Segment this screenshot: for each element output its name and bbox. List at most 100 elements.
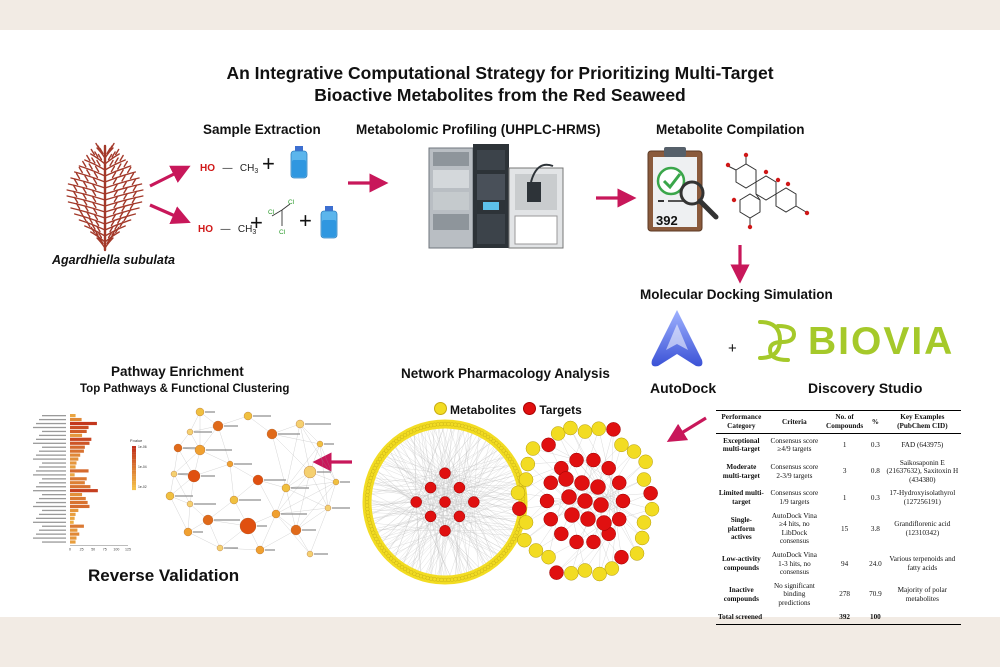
- metabolite-node: [375, 459, 381, 465]
- pathway-node: [216, 544, 224, 552]
- metabolite-node: [365, 503, 370, 508]
- pathway-bar: [70, 504, 90, 509]
- pathway-node: [266, 428, 278, 440]
- pathway-bar-label: [36, 470, 66, 472]
- circular-network-graph: [362, 419, 528, 585]
- target-node: [586, 534, 601, 550]
- target-node: [611, 475, 627, 491]
- metabolite-node: [379, 454, 384, 459]
- pathway-bar: [70, 457, 79, 461]
- metabolite-node: [528, 543, 544, 558]
- stage-molecular-docking: Molecular Docking Simulation: [640, 287, 833, 302]
- metabolite-node: [563, 420, 578, 436]
- legend-metabolites: Metabolites: [450, 403, 517, 417]
- metabolite-node: [386, 553, 391, 558]
- target-node: [593, 497, 609, 513]
- table-cell-criteria: Consensus score 2-3/9 targets: [770, 462, 819, 480]
- axis-tick-label: 50: [91, 547, 95, 551]
- pathway-bar-label: [42, 525, 66, 527]
- pathway-node: [170, 470, 178, 478]
- pathway-bar: [70, 512, 76, 516]
- network-legend: Metabolites Targets: [434, 402, 582, 417]
- solvent-methanol: HO — CH3: [200, 163, 259, 175]
- metabolite-node: [496, 443, 501, 448]
- cl-label-2: Cl: [288, 199, 295, 206]
- pathway-bar-label: [42, 462, 66, 464]
- table-cell-criteria: AutoDock Vina ≥4 hits, no LibDock consen…: [771, 511, 817, 546]
- docking-plus: +: [728, 340, 737, 357]
- pathway-node-label: [278, 433, 300, 435]
- biovia-label: BIOVIA: [808, 320, 955, 363]
- table-cell-pct: 24.0: [869, 559, 882, 568]
- metabolite-node: [626, 444, 642, 459]
- metabolite-node: [453, 422, 458, 427]
- table-cell-pct: 0.3: [870, 440, 880, 449]
- metabolite-node: [449, 577, 455, 582]
- target-network-graph: [510, 420, 660, 582]
- plus-sign-1: +: [262, 151, 275, 176]
- metabolite-node: [384, 448, 389, 453]
- pathway-node: [281, 483, 291, 493]
- metabolite-node: [366, 517, 372, 522]
- metabolite-node: [506, 454, 511, 459]
- pathway-node-label: [302, 529, 316, 531]
- pathway-bar-label: [36, 438, 66, 440]
- pathway-bar: [70, 414, 76, 418]
- metabolite-node: [511, 536, 516, 542]
- target-node: [580, 511, 596, 527]
- table-cell-pct: 70.9: [869, 590, 882, 599]
- pathway-bar: [70, 473, 75, 477]
- pathway-bar: [70, 508, 79, 512]
- pathway-node-label: [265, 549, 275, 551]
- metabolite-node: [386, 446, 391, 451]
- pathway-bar-label: [36, 501, 66, 504]
- metabolite-node: [460, 423, 465, 429]
- target-node: [577, 493, 593, 509]
- target-node: [569, 452, 584, 468]
- metabolite-node: [397, 436, 402, 441]
- discovery-studio-label: Discovery Studio: [808, 380, 923, 396]
- pathway-bar-label: [36, 517, 66, 519]
- pathway-bar-label: [33, 442, 66, 444]
- pathway-node: [252, 474, 264, 486]
- plus-sign-2: +: [250, 210, 263, 235]
- table-cell-criteria: No significant binding predictions: [773, 581, 815, 607]
- metabolite-node: [501, 448, 506, 453]
- pathway-bar: [70, 417, 82, 422]
- pathway-bar: [70, 485, 91, 489]
- metabolite-node: [446, 422, 451, 427]
- target-node: [410, 496, 422, 508]
- table-cell-pct: 0.3: [870, 493, 880, 502]
- target-node: [549, 565, 564, 580]
- table-cell-examples: Majority of polar metabolites: [897, 586, 948, 603]
- pathway-bar-label: [42, 446, 66, 448]
- target-node: [561, 489, 577, 505]
- pathway-bar-label: [42, 494, 66, 496]
- metabolite-node: [367, 520, 372, 525]
- pathway-bar: [70, 425, 89, 430]
- cl-label-1: Cl: [268, 209, 275, 216]
- metabolite-node: [491, 560, 496, 566]
- table-cell-category: Single-platform actives: [727, 515, 755, 542]
- pathway-node-label: [214, 519, 240, 521]
- pathway-bar-label: [39, 418, 66, 421]
- axis-tick-label: 100: [113, 547, 119, 551]
- pathway-bar: [70, 516, 75, 520]
- table-header-cell: Key Examples (PubChem CID): [883, 410, 961, 434]
- metabolite-node: [499, 553, 504, 558]
- target-node: [439, 496, 451, 508]
- pathway-bar-label: [33, 521, 66, 523]
- pathway-node-label: [194, 503, 216, 505]
- pathway-bar: [70, 536, 77, 540]
- metabolite-node: [614, 437, 629, 453]
- axis-tick-label: 0: [69, 547, 71, 551]
- metabolite-node: [381, 548, 387, 553]
- pathway-bar-label: [36, 486, 66, 488]
- target-node: [606, 422, 621, 437]
- metabolite-node: [508, 456, 513, 462]
- metabolite-node: [479, 431, 485, 436]
- pathway-node-label: [291, 487, 309, 489]
- axis-tick-label: 25: [80, 547, 84, 551]
- metabolite-node: [491, 438, 496, 444]
